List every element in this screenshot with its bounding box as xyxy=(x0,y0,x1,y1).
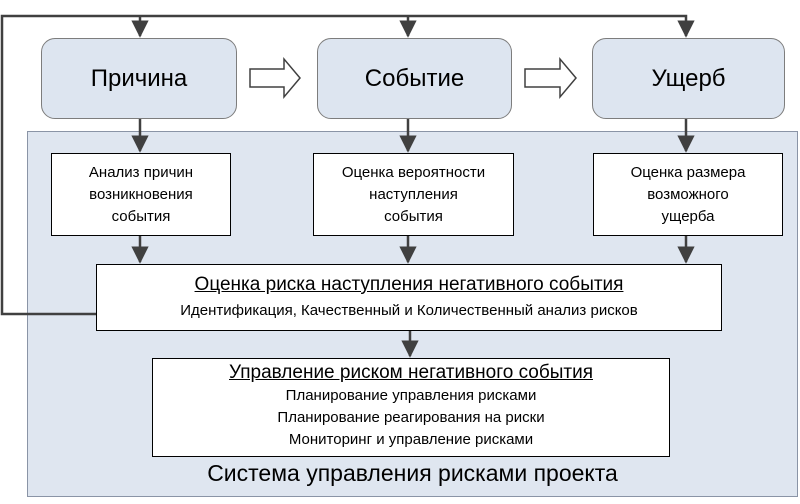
cause-analysis-line-1: Анализ причин xyxy=(88,163,194,181)
probability-line-2: наступления xyxy=(369,185,458,203)
damage-size-line-2: возможного xyxy=(647,185,729,203)
probability-line-3: события xyxy=(384,207,443,225)
risk-assessment-box: Оценка риска наступления негативного соб… xyxy=(96,264,722,331)
system-title: Система управления рисками проекта xyxy=(207,460,618,486)
cause-analysis-box: Анализ причин возникновения события xyxy=(51,153,231,236)
risk-management-item-1: Планирование управления рисками xyxy=(285,387,537,404)
risk-management-title: Управление риском негативного события xyxy=(229,362,593,383)
stage-event-label: Событие xyxy=(364,64,465,92)
cause-analysis-line-3: события xyxy=(111,207,171,225)
risk-management-box: Управление риском негативного события Пл… xyxy=(152,358,670,457)
damage-size-line-3: ущерба xyxy=(661,207,715,225)
stage-event: Событие xyxy=(317,38,512,119)
stage-cause: Причина xyxy=(41,38,237,119)
event-to-damage-block-arrow xyxy=(524,56,577,100)
risk-assessment-title: Оценка риска наступления негативного соб… xyxy=(194,274,624,295)
cause-to-event-block-arrow xyxy=(249,56,301,100)
damage-size-line-1: Оценка размера xyxy=(630,163,746,181)
probability-box: Оценка вероятности наступления события xyxy=(313,153,514,236)
probability-line-1: Оценка вероятности xyxy=(341,163,486,181)
risk-management-item-3: Мониторинг и управление рисками xyxy=(288,431,534,448)
cause-analysis-line-2: возникновения xyxy=(89,185,193,203)
stage-damage-label: Ущерб xyxy=(651,64,726,92)
feedback-loop-line xyxy=(0,14,695,316)
stage-damage: Ущерб xyxy=(592,38,785,119)
damage-size-box: Оценка размера возможного ущерба xyxy=(593,153,783,236)
risk-management-item-2: Планирование реагирования на риски xyxy=(277,409,545,426)
stage-cause-label: Причина xyxy=(90,64,188,92)
risk-assessment-subtitle: Идентификация, Качественный и Количестве… xyxy=(180,302,638,319)
